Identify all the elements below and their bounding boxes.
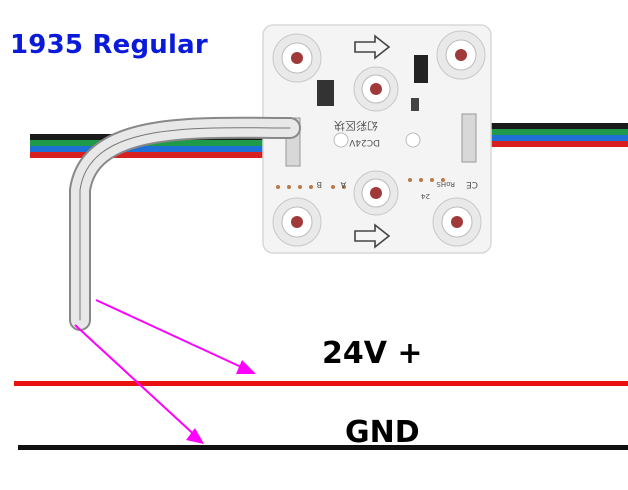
arrow-to-gnd [74,324,204,444]
mounting-hole-right [405,132,421,148]
label-gnd: GND [345,415,420,450]
capacitor [411,98,419,111]
mounting-hole-left [333,132,349,148]
arrow-right-icon [354,34,391,60]
driver-ic [414,55,428,83]
solder-pads [276,178,445,189]
arrow-right-icon [354,223,391,249]
pad-b-label: B [317,180,323,189]
led-module-board: DC24V 幻彩区块 RoHS CE A B 24 [262,24,492,254]
board-voltage-text: DC24V [348,137,380,147]
resistor-block [317,80,334,106]
pad-a-label: A [340,180,346,189]
line-gnd [18,445,628,450]
grey-ribbon-cable [69,116,301,331]
line-24v [14,381,628,386]
pad-24-label: 24 [421,192,430,200]
rohs-mark: RoHS [436,180,455,188]
right-connector-pads [461,113,477,163]
board-chinese-text: 幻彩区块 [334,119,378,132]
right-wire-bundle [476,123,628,159]
led-top-right [436,30,486,80]
led-bottom-left [272,197,322,247]
led-top-left [272,33,322,83]
label-24v: 24V + [322,336,423,371]
page-title: 1935 Regular [10,30,208,60]
led-upper-center [353,66,399,112]
arrow-to-24v [95,299,256,374]
led-lower-center [353,170,399,216]
led-bottom-right [432,197,482,247]
ce-mark: CE [466,179,478,189]
